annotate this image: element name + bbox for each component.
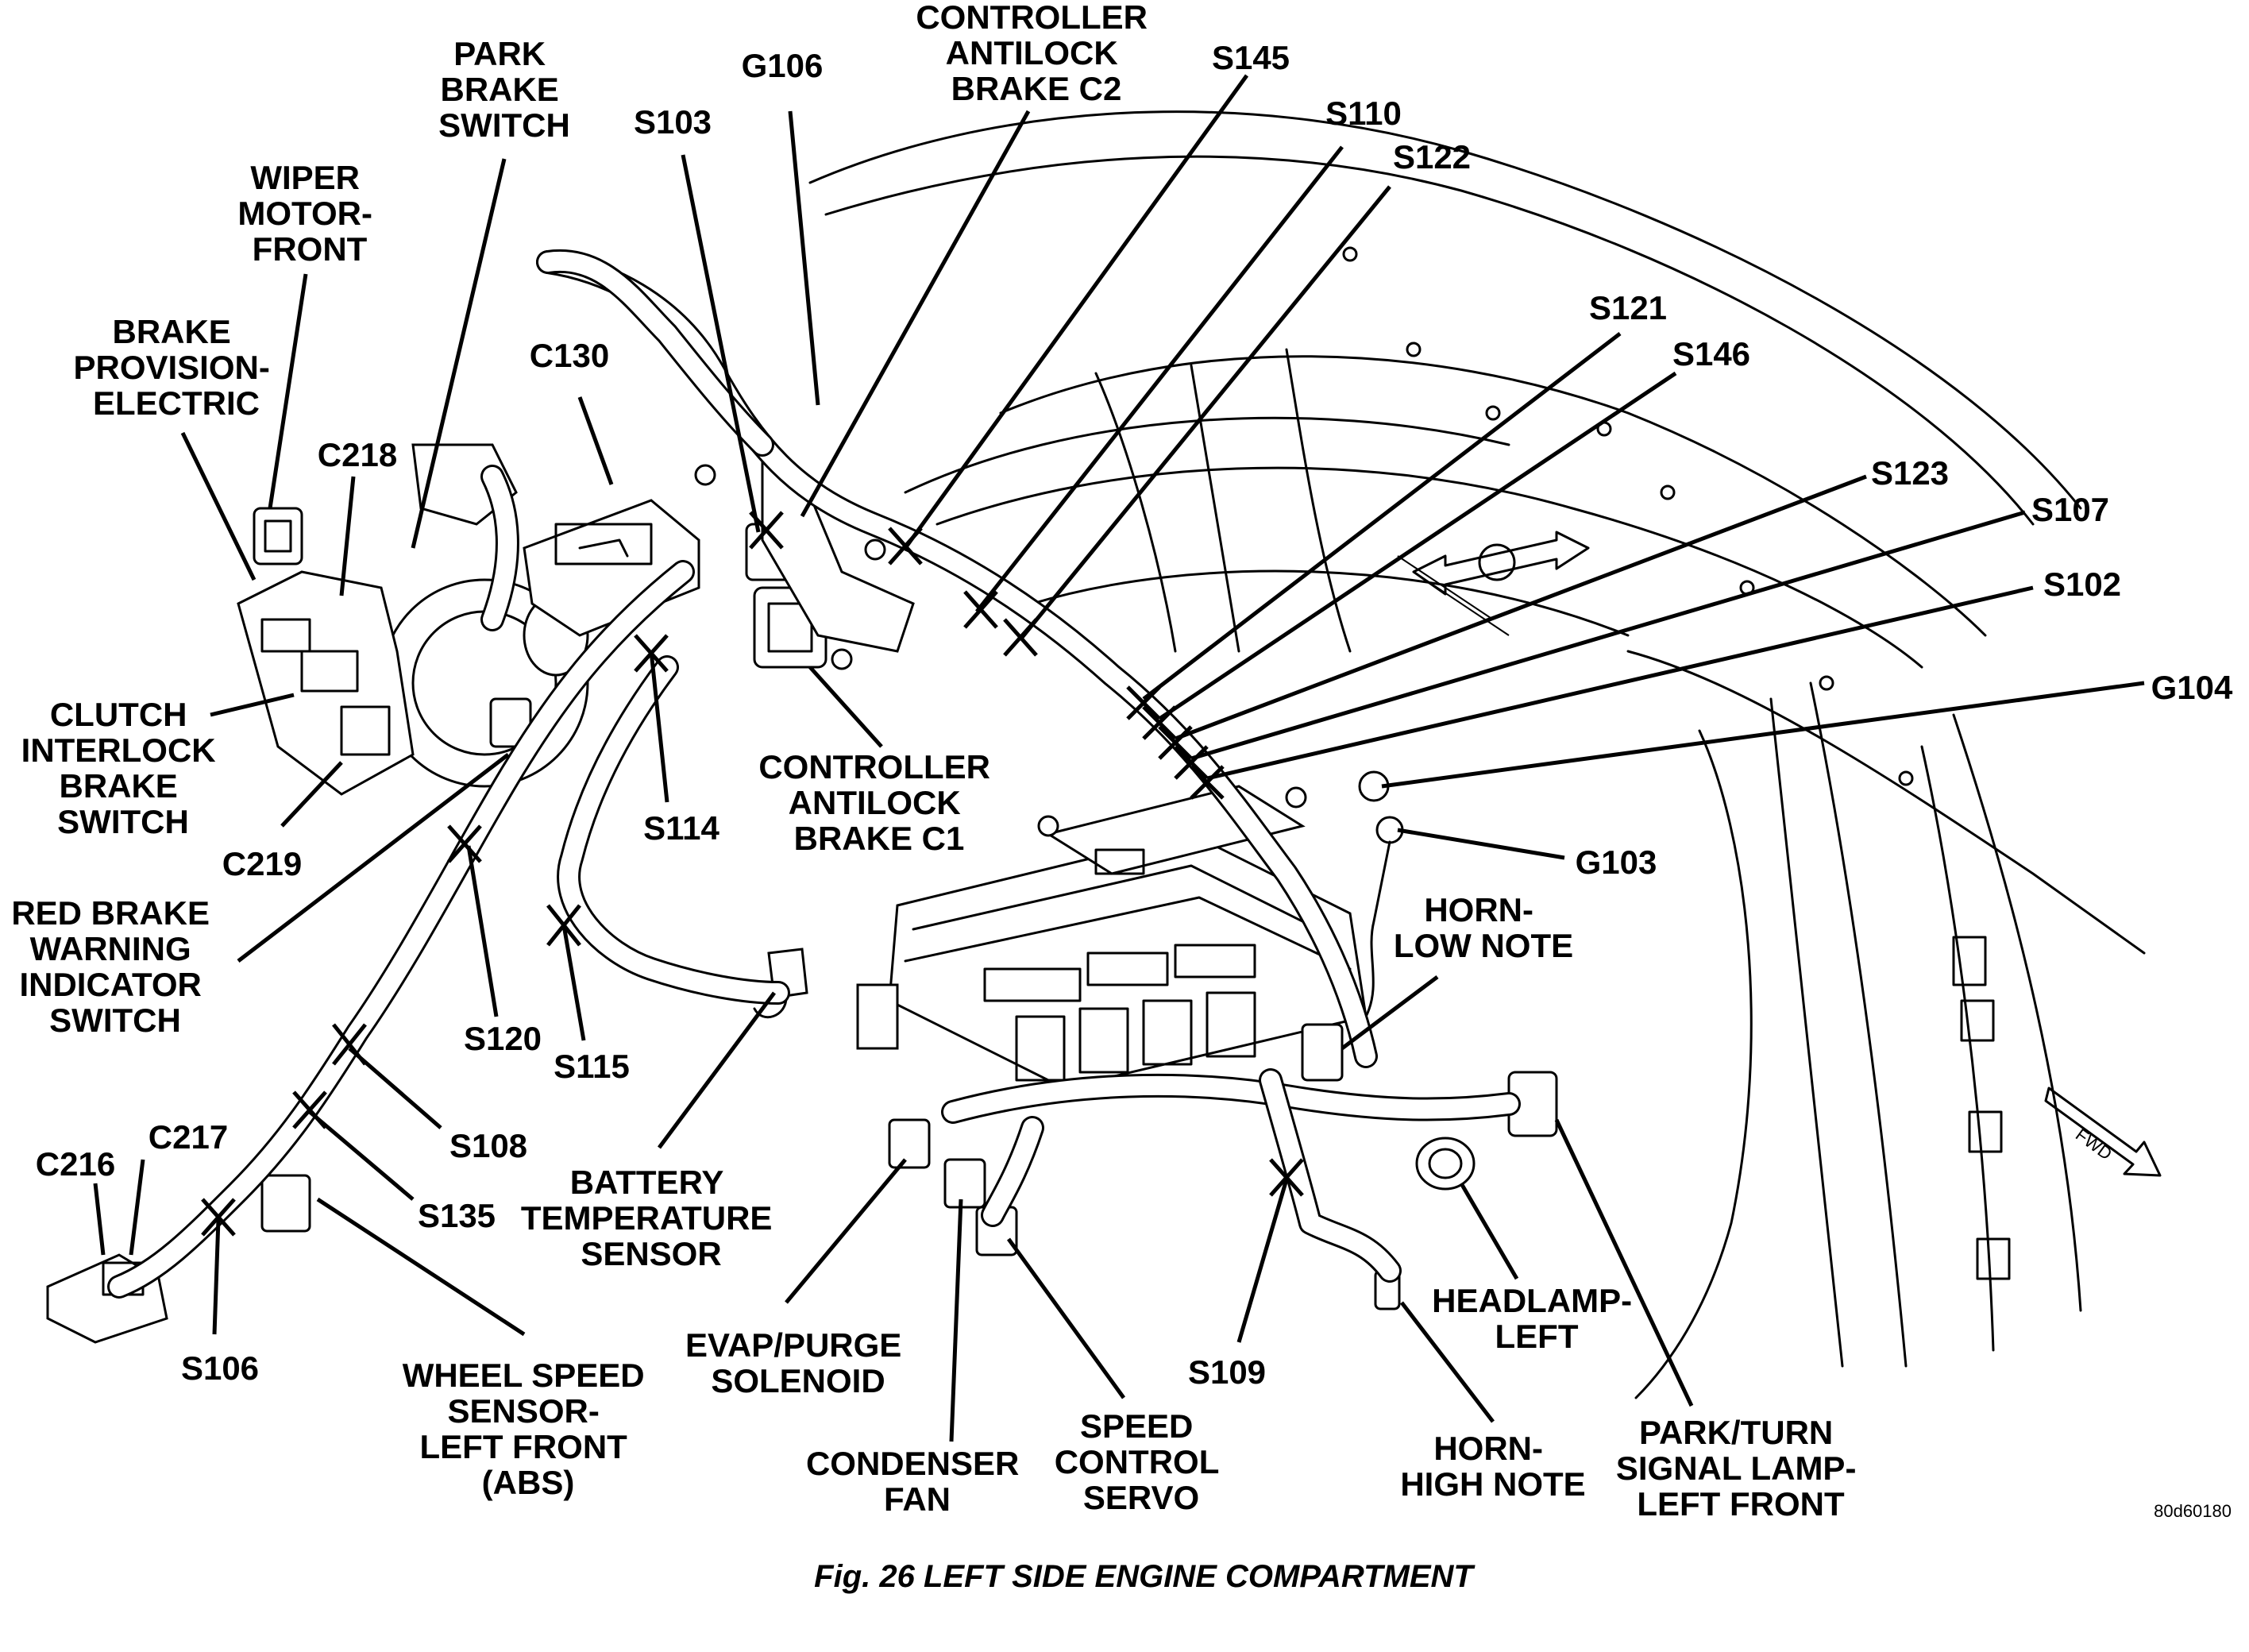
label-s145: S145: [1212, 39, 1290, 76]
label-s109: S109: [1188, 1353, 1266, 1391]
leader-g106: [788, 110, 820, 406]
label-horn-high-note: HORN- HIGH NOTE: [1400, 1430, 1585, 1503]
label-s146: S146: [1672, 335, 1750, 372]
label-s110: S110: [1325, 95, 1402, 132]
leader-wiper-motor-front: [268, 273, 308, 509]
splice-mark-s120: [447, 824, 482, 863]
leader-s115: [561, 924, 586, 1041]
leader-horn-high-note: [1400, 1301, 1495, 1423]
label-park-brake-switch: PARK BRAKE SWITCH: [438, 35, 570, 144]
label-s120: S120: [464, 1020, 542, 1057]
label-controller-antilock-brake-c1: CONTROLLER ANTILOCK BRAKE C1: [758, 748, 999, 857]
label-s122: S122: [1393, 138, 1471, 176]
label-wheel-speed-sensor-left-front: WHEEL SPEED SENSOR- LEFT FRONT (ABS): [403, 1357, 654, 1501]
leader-c130: [577, 396, 614, 485]
leader-controller-antilock-brake-c1: [808, 666, 883, 748]
label-c218: C218: [318, 436, 397, 473]
figure-caption: Fig. 26 LEFT SIDE ENGINE COMPARTMENT: [814, 1559, 1476, 1594]
label-s108: S108: [449, 1127, 527, 1164]
vehicle-body-artwork: FWD: [46, 110, 2162, 1399]
label-red-brake-warning-indicator-switch: RED BRAKE WARNING INDICATOR SWITCH: [11, 894, 218, 1039]
fwd-label: FWD: [2072, 1125, 2116, 1164]
leader-s109: [1236, 1179, 1289, 1343]
label-c217: C217: [149, 1118, 228, 1156]
leader-c219: [280, 761, 343, 828]
leader-condenser-fan: [949, 1198, 963, 1442]
leader-controller-antilock-brake-c2: [800, 110, 1031, 518]
label-wiper-motor-front: WIPER MOTOR- FRONT: [237, 159, 381, 268]
label-s106: S106: [181, 1349, 259, 1387]
leader-s110: [975, 145, 1344, 613]
label-park-turn-signal-lamp-left-front: PARK/TURN SIGNAL LAMP- LEFT FRONT: [1616, 1414, 1865, 1523]
label-s114: S114: [643, 809, 719, 847]
leader-headlamp-left: [1459, 1182, 1519, 1280]
leader-c218: [339, 476, 356, 596]
label-g103: G103: [1576, 843, 1657, 881]
leader-s107: [1190, 510, 2026, 761]
label-s107: S107: [2031, 491, 2109, 528]
leader-lines: [93, 74, 2145, 1442]
leader-s120: [466, 845, 499, 1017]
leader-red-brake-warning-indicator-switch: [237, 753, 510, 963]
splice-mark-s107: [1174, 745, 1209, 780]
label-brake-provision-electric: BRAKE PROVISION- ELECTRIC: [73, 313, 279, 422]
label-evap-purge-solenoid: EVAP/PURGE SOLENOID: [685, 1326, 911, 1399]
leader-g104: [1381, 681, 2145, 789]
splice-mark-s109: [1269, 1158, 1304, 1197]
label-s123: S123: [1871, 454, 1949, 492]
fwd-arrow-icon: FWD: [2044, 1087, 2162, 1177]
wiring-harness: [107, 249, 1521, 1299]
label-clutch-interlock-brake-switch: CLUTCH INTERLOCK BRAKE SWITCH: [21, 696, 226, 840]
label-g104: G104: [2151, 669, 2233, 706]
leader-s122: [1019, 185, 1391, 641]
label-c130: C130: [530, 337, 609, 374]
label-condenser-fan: CONDENSER FAN: [806, 1445, 1028, 1518]
leader-clutch-interlock-brake-switch: [210, 693, 295, 717]
image-code: 80d60180: [2154, 1501, 2232, 1521]
leader-park-brake-switch: [411, 158, 507, 549]
leader-s108: [348, 1047, 442, 1129]
label-s115: S115: [554, 1048, 630, 1085]
splice-mark-s123: [1158, 725, 1193, 760]
label-s121: S121: [1589, 289, 1667, 326]
leader-s146: [1158, 371, 1677, 721]
leader-s121: [1142, 332, 1622, 701]
splice-mark-s106: [201, 1198, 236, 1237]
label-s135: S135: [418, 1197, 496, 1234]
label-c219: C219: [222, 845, 302, 882]
leader-s114: [649, 650, 669, 803]
leader-battery-temperature-sensor: [657, 991, 777, 1149]
leader-wheel-speed-sensor-left-front: [316, 1197, 526, 1337]
leader-g103: [1397, 828, 1565, 860]
label-s103: S103: [634, 103, 712, 141]
leader-park-turn-signal-lamp-left-front: [1554, 1118, 1694, 1407]
leader-s102: [1206, 585, 2034, 781]
leader-s135: [308, 1110, 415, 1201]
label-controller-antilock-brake-c2: CONTROLLER ANTILOCK BRAKE C2: [916, 0, 1156, 107]
label-headlamp-left: HEADLAMP- LEFT: [1432, 1282, 1641, 1355]
leader-speed-control-servo: [1006, 1237, 1126, 1399]
label-battery-temperature-sensor: BATTERY TEMPERATURE SENSOR: [521, 1164, 781, 1272]
label-speed-control-servo: SPEED CONTROL SERVO: [1055, 1407, 1229, 1516]
splice-mark-s102: [1190, 765, 1225, 800]
leader-evap-purge-solenoid: [785, 1158, 907, 1304]
leader-s145: [903, 74, 1249, 550]
leader-s103: [681, 154, 761, 533]
splice-marks: [201, 511, 1304, 1237]
leader-s106: [212, 1218, 221, 1335]
leader-brake-provision-electric: [180, 431, 257, 581]
leader-horn-low-note: [1341, 975, 1439, 1050]
leader-c217: [129, 1159, 145, 1256]
leader-s123: [1175, 474, 1867, 741]
label-horn-low-note: HORN- LOW NOTE: [1394, 891, 1573, 964]
label-c216: C216: [36, 1145, 115, 1183]
label-s102: S102: [2043, 565, 2121, 603]
leader-c216: [93, 1183, 106, 1256]
callout-labels: PARK BRAKE SWITCH CONTROLLER ANTILOCK BR…: [11, 0, 2233, 1523]
label-g106: G106: [742, 47, 824, 84]
